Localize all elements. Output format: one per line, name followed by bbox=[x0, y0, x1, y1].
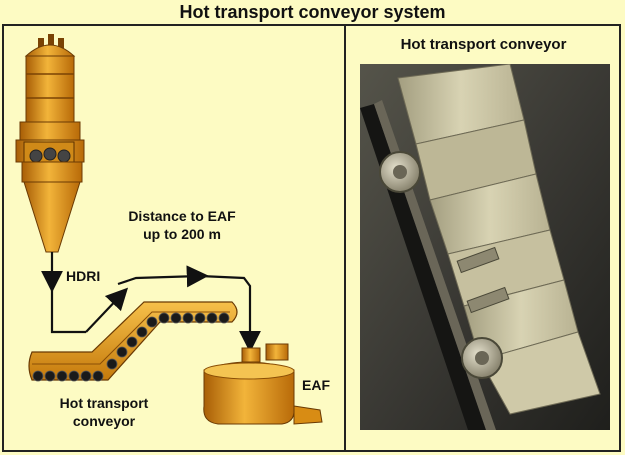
conveyor-line-2: conveyor bbox=[72, 413, 136, 429]
outer-frame bbox=[2, 24, 621, 452]
reactor-furnace bbox=[15, 34, 85, 253]
conveyor-photo bbox=[360, 64, 610, 430]
eaf-illustration bbox=[203, 343, 323, 425]
process-diagram bbox=[15, 34, 323, 425]
pan-1 bbox=[397, 64, 537, 201]
panel-divider bbox=[344, 24, 346, 452]
distance-label: Distance to EAF up to 200 m bbox=[112, 207, 252, 243]
distance-line-2: up to 200 m bbox=[143, 226, 221, 242]
conveyor-illustration bbox=[28, 301, 238, 382]
wheel-lower bbox=[461, 337, 503, 379]
photo-title: Hot transport conveyor bbox=[400, 36, 567, 53]
pan-2 bbox=[429, 173, 565, 307]
distance-line-1: Distance to EAF bbox=[128, 208, 236, 224]
diagram-title: Hot transport conveyor system bbox=[179, 2, 446, 22]
conveyor-label: Hot transport conveyor bbox=[34, 394, 174, 430]
hdri-label: HDRI bbox=[66, 268, 101, 284]
eaf-label: EAF bbox=[302, 377, 330, 393]
wheel-upper bbox=[379, 151, 421, 193]
flow-arrows bbox=[41, 252, 261, 353]
conveyor-line-1: Hot transport bbox=[59, 395, 149, 411]
